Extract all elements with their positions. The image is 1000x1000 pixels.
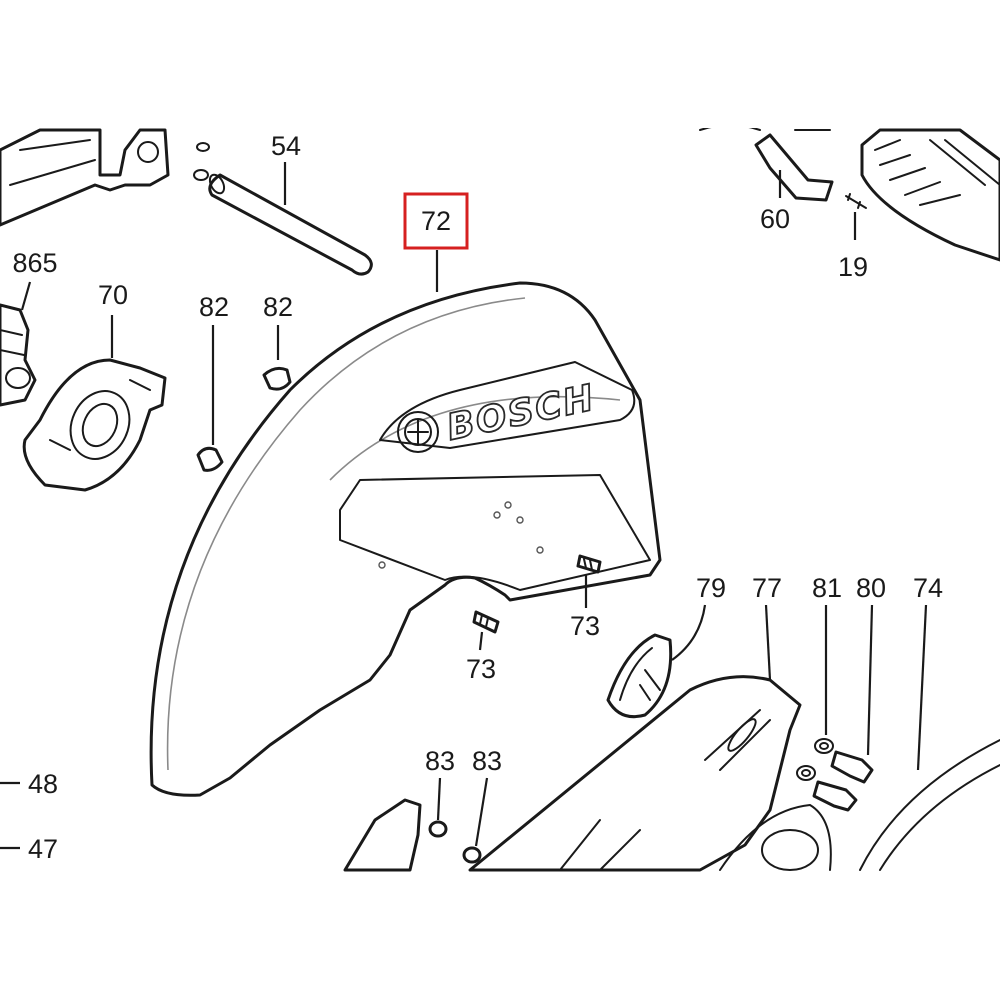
part-label-48: 48 xyxy=(28,769,58,799)
screw-part-right xyxy=(576,554,602,574)
part-label-77: 77 xyxy=(752,573,782,603)
washer-part-bottom xyxy=(796,765,816,781)
saw-blade-part xyxy=(719,739,1000,871)
part-number-labels: 54 72 60 19 865 70 82 82 73 73 79 77 81 … xyxy=(12,131,943,864)
part-label-865: 865 xyxy=(12,248,57,278)
bottom-margin xyxy=(0,872,1000,1000)
part-label-72: 72 xyxy=(421,206,451,236)
part-label-81: 81 xyxy=(812,573,842,603)
part-label-83-left: 83 xyxy=(425,746,455,776)
nut-part-right xyxy=(462,846,482,864)
part-label-60: 60 xyxy=(760,204,790,234)
part-label-54: 54 xyxy=(271,131,301,161)
nut-part-left xyxy=(428,820,448,838)
motor-armature-part xyxy=(699,124,1000,262)
bushing-part-left xyxy=(196,446,224,472)
bolt-part-top xyxy=(830,750,874,784)
part-label-80: 80 xyxy=(856,573,886,603)
bracket-part xyxy=(754,133,834,202)
bearing-assembly-part xyxy=(0,303,37,407)
screw-part-left xyxy=(472,610,500,634)
highlight-box xyxy=(403,192,469,250)
part-label-83-right: 83 xyxy=(472,746,502,776)
part-label-82-left: 82 xyxy=(199,292,229,322)
top-margin xyxy=(0,0,1000,128)
lever-arm-part xyxy=(468,675,802,872)
part-label-82-right: 82 xyxy=(263,292,293,322)
frame-part-top-left xyxy=(0,128,170,227)
adjusting-plate-part xyxy=(606,633,673,719)
rod-part xyxy=(208,173,373,276)
washer-part-top xyxy=(814,738,834,754)
part-label-47: 47 xyxy=(28,834,58,864)
part-label-74: 74 xyxy=(913,573,943,603)
small-screw-part xyxy=(845,193,867,209)
bolt-part-bottom xyxy=(812,780,858,812)
bushing-part-right xyxy=(262,366,292,391)
small-ring-part xyxy=(193,142,210,181)
part-label-19: 19 xyxy=(838,252,868,282)
base-part-bottom-left xyxy=(343,798,422,872)
flange-part xyxy=(22,358,167,492)
part-label-73-right: 73 xyxy=(570,611,600,641)
blade-guard-part: BOSCH xyxy=(149,281,662,797)
part-label-70: 70 xyxy=(98,280,128,310)
part-label-79: 79 xyxy=(696,573,726,603)
leader-lines xyxy=(0,162,928,850)
part-label-73-left: 73 xyxy=(466,654,496,684)
